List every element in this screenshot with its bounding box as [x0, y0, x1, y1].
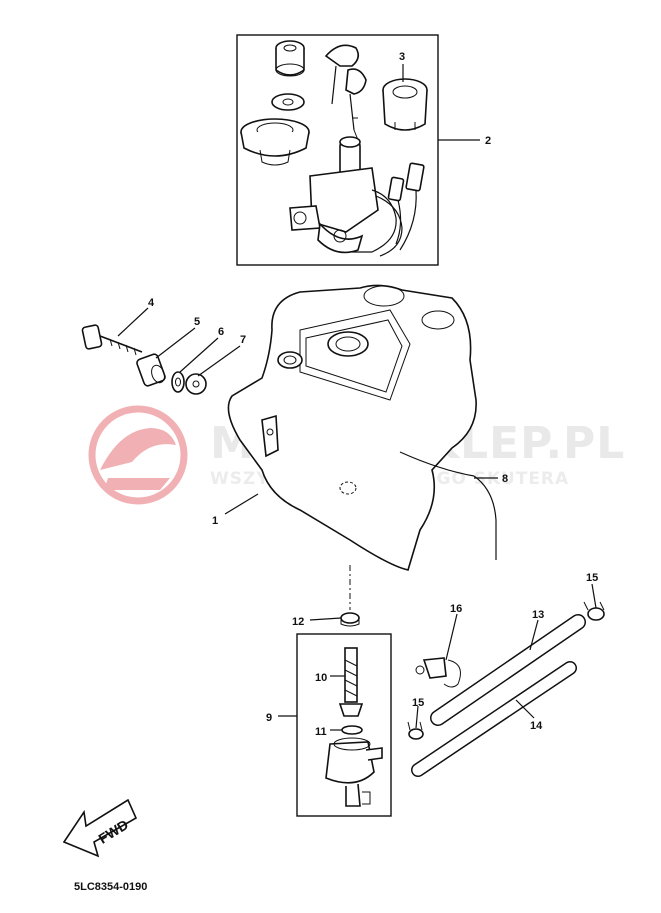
watermark-logo-icon [88, 405, 188, 505]
callout-9: 9 [266, 712, 272, 724]
callout-2: 2 [485, 135, 491, 147]
clip-part-15b-icon [407, 721, 424, 740]
callout-7: 7 [240, 334, 246, 346]
oring-part-11-icon [341, 725, 363, 735]
ignition-switch-icon [289, 136, 425, 257]
hose-part-13-icon [430, 614, 586, 726]
petcock-body-icon [325, 737, 383, 807]
callout-3: 3 [399, 51, 405, 63]
callout-10: 10 [315, 672, 327, 684]
callout-5: 5 [194, 316, 200, 328]
clip-part-15-icon [583, 601, 605, 621]
callout-1: 1 [212, 515, 218, 527]
washer-part-6-icon [171, 371, 185, 393]
sender-cable-icon [473, 475, 497, 560]
callout-12: 12 [292, 616, 304, 628]
filter-part-10-icon [338, 647, 364, 717]
callout-16: 16 [450, 603, 462, 615]
cap-part-3-icon [382, 78, 428, 131]
callout-4: 4 [148, 297, 155, 309]
group-box-2 [236, 34, 439, 266]
callout-15-second: 15 [412, 697, 424, 709]
reference-code: 5LC8354-0190 [74, 881, 147, 893]
bolt-part-4-icon [81, 324, 143, 356]
fwd-arrow-icon: FWD [62, 798, 138, 858]
group-box-9 [296, 633, 392, 817]
hose-part-16-icon [415, 613, 513, 688]
callout-6: 6 [218, 326, 224, 338]
fuel-tank-icon [227, 284, 477, 571]
keys-icon [324, 44, 367, 141]
callout-15: 15 [586, 572, 598, 584]
washer-part-7-icon [185, 373, 207, 395]
callout-13: 13 [532, 609, 544, 621]
clamp-part-12-icon [340, 612, 360, 627]
callout-14: 14 [530, 720, 543, 732]
leader-lines [117, 64, 597, 731]
callout-labels: 2 3 4 5 6 7 1 8 9 10 11 12 13 14 15 15 1… [148, 51, 598, 738]
callout-8: 8 [502, 473, 508, 485]
collar-part-5-icon [136, 353, 166, 387]
fuel-cap-icon [240, 93, 310, 166]
lock-cylinder-icon [275, 40, 305, 77]
hose-part-14-icon [411, 661, 577, 777]
callout-11: 11 [315, 726, 327, 738]
